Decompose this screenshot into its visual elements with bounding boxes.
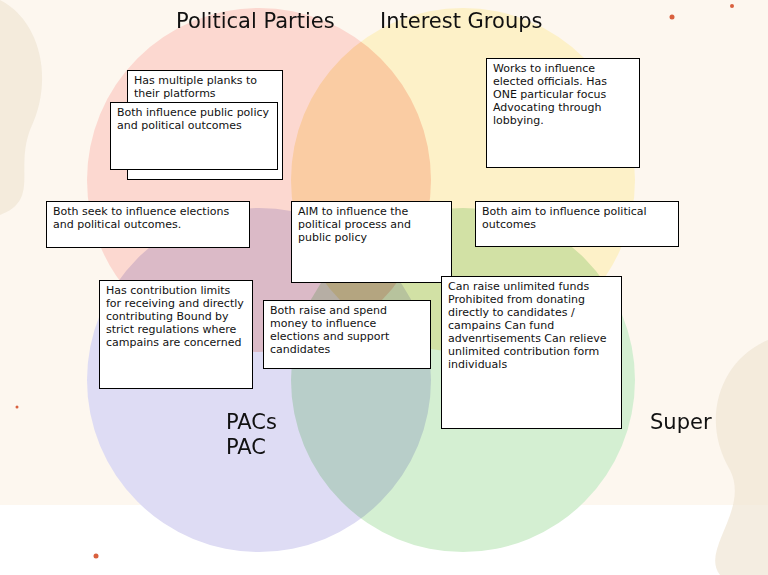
note-text: Has contribution limits for receiving an… [106,285,246,350]
circle-title: Political Parties [176,9,335,33]
note-box: Both aim to influence political outcomes [475,201,679,247]
note-box: AIM to influence the political process a… [291,201,452,283]
note-box: Both influence public policy and politic… [110,102,278,170]
decor-dot [94,554,99,559]
decor-leaf [0,0,42,215]
venn-circles [87,8,635,552]
decor-dot [16,406,19,409]
note-box: Both seek to influence elections and pol… [46,201,250,248]
note-text: Can raise unlimited funds Prohibited fro… [448,281,615,372]
decor-dot [730,4,734,8]
circle-title: Interest Groups [380,9,542,33]
decor-leaf [715,340,768,575]
note-text: Both seek to influence elections and pol… [53,206,243,232]
decor-dot [670,15,675,20]
circle-title: PACs [226,410,277,434]
note-box: Works to influence elected officials. Ha… [486,58,640,168]
note-text: Both raise and spend money to influence … [270,305,424,357]
note-box: Has contribution limits for receiving an… [99,280,253,389]
note-text: Has multiple planks to their platforms [134,75,276,101]
circle-title: Super [650,410,712,434]
circle-title: PAC [226,435,266,459]
note-text: AIM to influence the political process a… [298,206,445,245]
note-box: Can raise unlimited funds Prohibited fro… [441,276,622,429]
note-text: Both influence public policy and politic… [117,107,271,133]
note-text: Works to influence elected officials. Ha… [493,63,633,128]
note-text: Both aim to influence political outcomes [482,206,672,232]
note-box: Both raise and spend money to influence … [263,300,431,369]
